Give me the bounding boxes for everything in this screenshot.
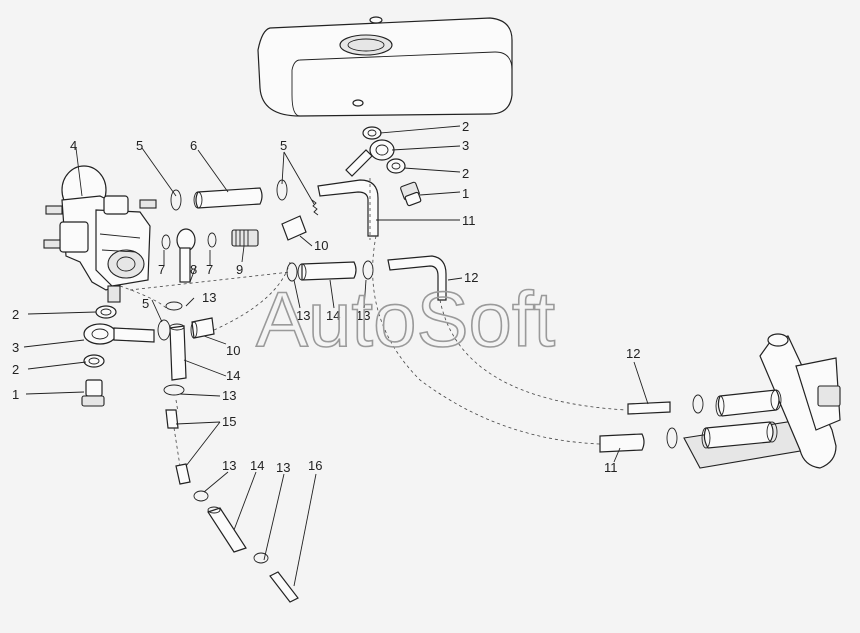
callout-2-lower-a: 2 — [12, 307, 19, 322]
callout-4: 4 — [70, 138, 77, 153]
callout-10-lower: 10 — [226, 343, 240, 358]
callout-14-a: 14 — [326, 308, 340, 323]
callout-7-b: 7 — [206, 262, 213, 277]
callout-3-upper: 3 — [462, 138, 469, 153]
callout-2-lower-b: 2 — [12, 362, 19, 377]
tubes-15 — [165, 409, 191, 485]
callout-11-upper: 11 — [462, 213, 476, 228]
callout-1-upper: 1 — [462, 186, 469, 201]
callout-13-f: 13 — [276, 460, 290, 475]
spring — [311, 199, 319, 216]
banjo-8 — [176, 228, 196, 283]
sleeve-10-lower — [190, 317, 215, 339]
callout-8: 8 — [190, 262, 197, 277]
callout-2-upper-b: 2 — [462, 166, 469, 181]
bent-tube-12 — [387, 255, 447, 301]
callout-12-upper: 12 — [464, 270, 478, 285]
callout-14-c: 14 — [250, 458, 264, 473]
callout-2-upper-a: 2 — [462, 119, 469, 134]
routing-lines — [119, 178, 627, 467]
callout-5-a: 5 — [136, 138, 143, 153]
hose-14-vertical — [163, 301, 187, 396]
callout-10-upper: 10 — [314, 238, 328, 253]
leader-lines — [23, 125, 649, 587]
callout-12-lower: 12 — [626, 346, 640, 361]
callout-11-lower: 11 — [604, 460, 618, 475]
callout-6: 6 — [190, 138, 197, 153]
fuel-pump-assembly — [43, 165, 157, 303]
hose-6 — [193, 187, 263, 209]
callout-15: 15 — [222, 414, 236, 429]
callout-5-b: 5 — [280, 138, 287, 153]
callout-9: 9 — [236, 262, 243, 277]
callout-14-b: 14 — [226, 368, 240, 383]
callout-3-lower: 3 — [12, 340, 19, 355]
callout-13-d: 13 — [222, 388, 236, 403]
plug-bolt-upper — [400, 181, 422, 207]
hose-14-horizontal — [286, 260, 374, 282]
washers — [83, 126, 406, 368]
fuel-tank — [257, 16, 513, 117]
watermark: AutoSoft — [256, 275, 556, 363]
plug-bolt-lower — [81, 379, 105, 407]
heater-manifold — [683, 333, 841, 469]
connector-tube-11 — [599, 427, 678, 453]
callout-7-a: 7 — [158, 262, 165, 277]
filter-9 — [231, 229, 259, 247]
callout-1-lower: 1 — [12, 387, 19, 402]
sleeve-10-upper — [281, 215, 307, 241]
small-rings-7 — [161, 232, 217, 250]
callout-13-b: 13 — [356, 308, 370, 323]
callout-13-a: 13 — [296, 308, 310, 323]
bent-tube-11 — [317, 179, 379, 237]
banjo-fitting-lower — [83, 323, 155, 345]
callout-13-e: 13 — [222, 458, 236, 473]
connector-tube-12 — [627, 394, 704, 415]
banjo-fitting-upper — [345, 139, 395, 177]
callout-13-c: 13 — [202, 290, 216, 305]
lower-hose-set — [193, 490, 299, 603]
callout-labels: 1 2 3 2 11 12 4 5 6 5 10 7 8 7 9 13 14 1… — [12, 119, 640, 475]
callout-16: 16 — [308, 458, 322, 473]
callout-5-c: 5 — [142, 296, 149, 311]
